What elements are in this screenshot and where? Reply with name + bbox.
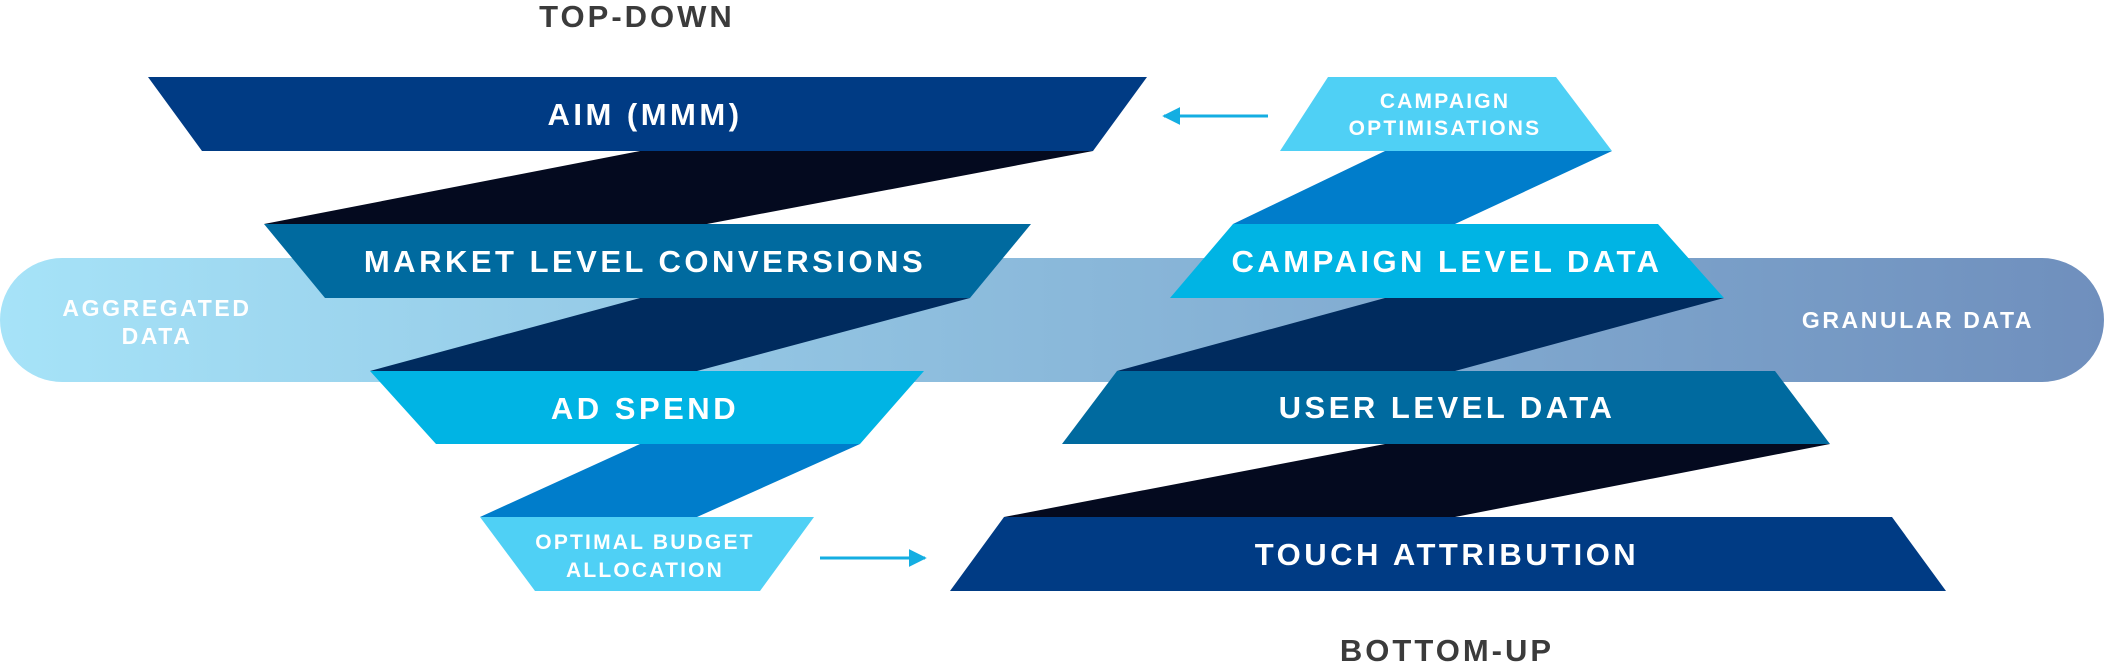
optimal-budget-label-line1: OPTIMAL BUDGET bbox=[535, 531, 754, 554]
connector-aim-market bbox=[264, 151, 1093, 224]
connector-user-campaign bbox=[1117, 298, 1724, 371]
aggregated-data-label: AGGREGATED bbox=[62, 295, 251, 321]
granular-data-label: GRANULAR DATA bbox=[1802, 307, 2034, 333]
campaign-level-data-label: CAMPAIGN LEVEL DATA bbox=[1231, 244, 1662, 279]
band-campaign-optimisations bbox=[1280, 77, 1612, 151]
connector-touch-user bbox=[1004, 444, 1830, 517]
touch-attribution-label: TOUCH ATTRIBUTION bbox=[1255, 537, 1639, 572]
aim-mmm-label: AIM (MMM) bbox=[547, 97, 742, 132]
market-level-conversions-label: MARKET LEVEL CONVERSIONS bbox=[364, 244, 926, 279]
band-aim-mmm bbox=[148, 77, 1147, 151]
connector-market-adspend bbox=[370, 298, 970, 371]
band-touch-attribution bbox=[950, 517, 1946, 591]
campaign-optimisations-label-line2: OPTIMISATIONS bbox=[1349, 117, 1542, 140]
user-level-data-label: USER LEVEL DATA bbox=[1279, 390, 1616, 425]
optimal-budget-label-line2: ALLOCATION bbox=[566, 559, 724, 582]
bottom-up-heading: BOTTOM-UP bbox=[1340, 633, 1554, 668]
band-user-level-data bbox=[1062, 371, 1830, 444]
campaign-optimisations-label-line1: CAMPAIGN bbox=[1380, 90, 1510, 113]
top-down-heading: TOP-DOWN bbox=[539, 0, 735, 34]
band-campaign-level-data bbox=[1170, 224, 1724, 298]
band-ad-spend bbox=[370, 371, 924, 444]
ad-spend-label: AD SPEND bbox=[551, 391, 739, 426]
connector-adspend-optimal bbox=[480, 444, 860, 517]
band-market-level-conversions bbox=[264, 224, 1031, 298]
band-optimal-budget-allocation bbox=[480, 517, 814, 591]
connector-campaign-optimisations bbox=[1233, 151, 1612, 224]
aggregated-data-label-line2: DATA bbox=[122, 323, 193, 349]
